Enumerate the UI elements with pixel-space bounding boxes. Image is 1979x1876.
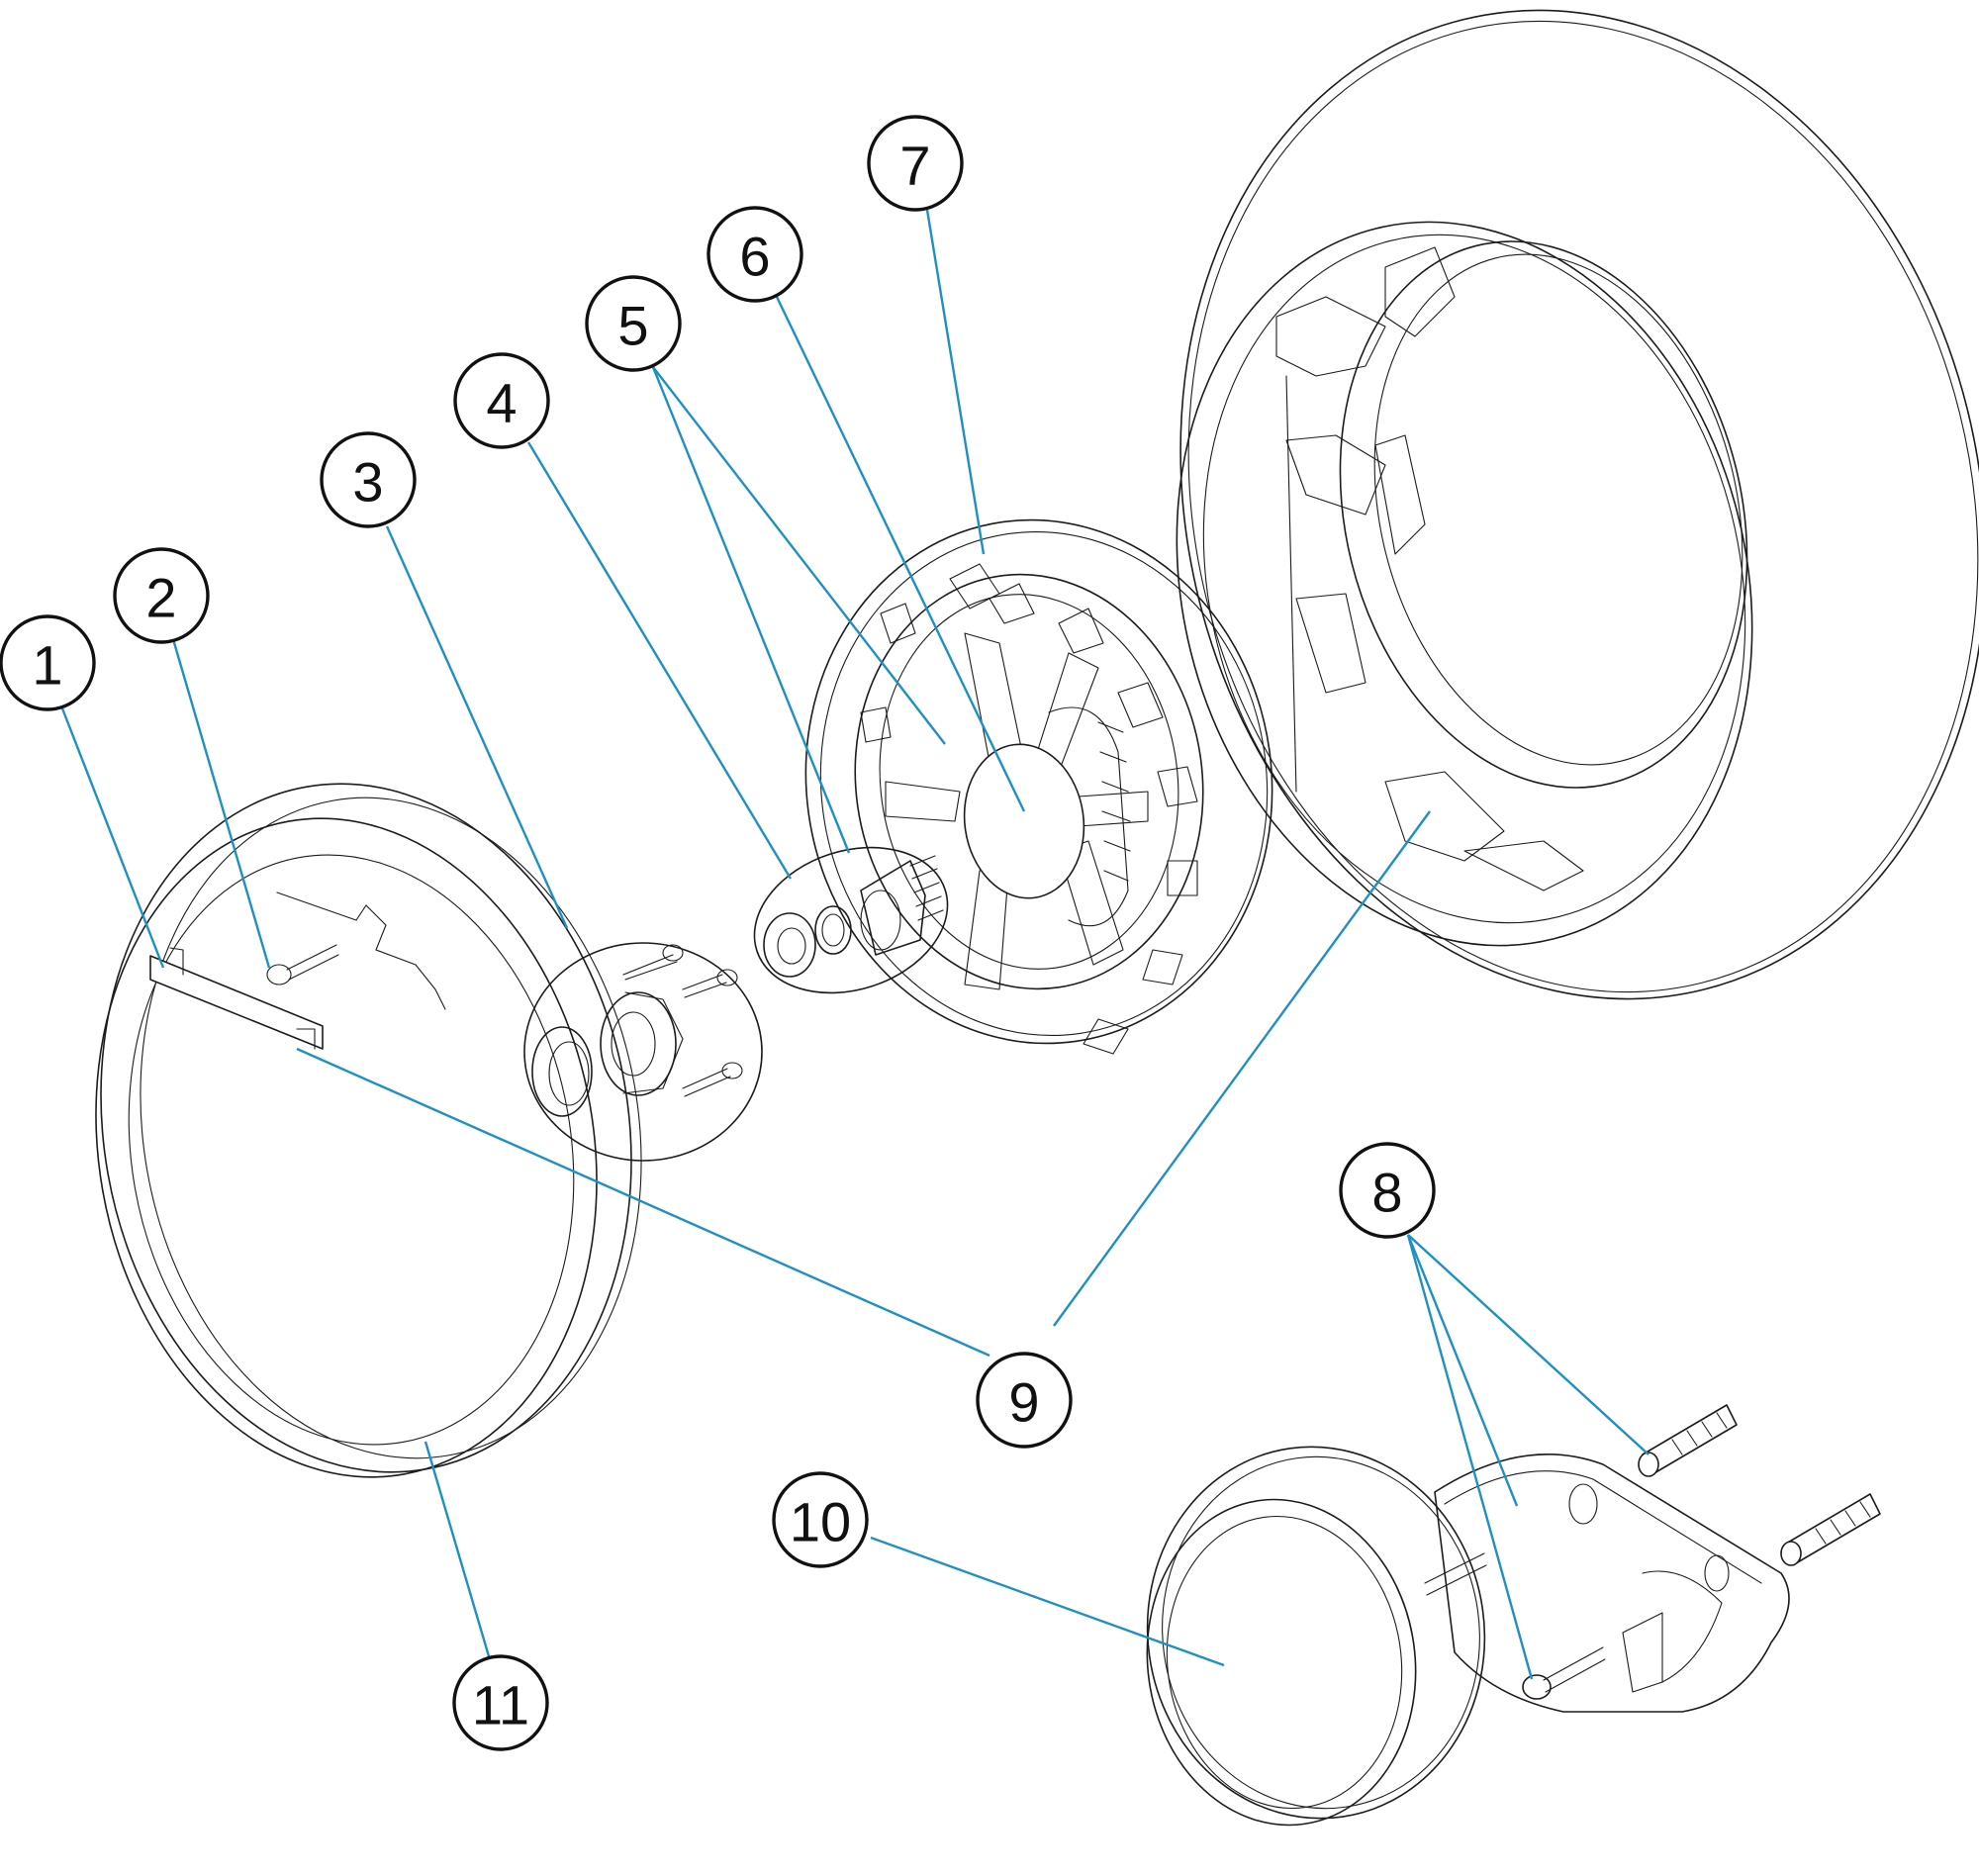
leader-8a (1407, 1234, 1649, 1455)
leader-10 (870, 1536, 1225, 1667)
callout-6: 6 (707, 206, 803, 303)
callout-7: 7 (867, 115, 964, 212)
callout-11: 11 (452, 1654, 549, 1751)
leader-8b (1406, 1234, 1519, 1507)
leader-9a (296, 1047, 990, 1358)
callout-label: 2 (145, 567, 176, 629)
callout-5: 5 (585, 275, 682, 372)
callout-label: 1 (32, 634, 62, 697)
leader-5a (651, 366, 851, 854)
callout-3: 3 (320, 431, 417, 528)
callout-label: 3 (352, 451, 383, 514)
callout-4: 4 (453, 352, 550, 449)
callout-label: 11 (472, 1674, 529, 1736)
small-round-cover (1146, 1446, 1486, 1827)
leader-11 (424, 1441, 491, 1657)
callout-9: 9 (976, 1352, 1073, 1449)
callout-8: 8 (1339, 1142, 1436, 1239)
leader-6 (775, 296, 1026, 812)
leader-5b (652, 366, 946, 745)
callout-10: 10 (772, 1471, 869, 1568)
leader-4 (526, 441, 793, 880)
wall-bracket-and-plugs (1424, 1404, 1881, 1713)
callout-label: 8 (1371, 1162, 1402, 1224)
leader-8c (1406, 1234, 1534, 1680)
outer-frame-ring (1176, 9, 1979, 1000)
leader-2 (171, 638, 271, 969)
leader-9b (1053, 810, 1431, 1327)
callout-label: 5 (617, 295, 648, 357)
leader-7 (925, 209, 986, 555)
mounting-screws-detail (523, 942, 763, 1162)
leader-lines (60, 209, 1649, 1680)
callout-1: 1 (0, 614, 96, 711)
cable-gland-detail (753, 846, 949, 994)
leader-1 (60, 707, 165, 969)
callout-2: 2 (113, 547, 210, 644)
lamp-housing (804, 518, 1273, 1055)
callout-label: 4 (486, 372, 517, 434)
callout-label: 6 (739, 226, 770, 288)
front-lens-ring (95, 783, 642, 1478)
callout-label: 7 (899, 135, 930, 197)
callout-label: 10 (790, 1491, 851, 1553)
callout-label: 9 (1008, 1371, 1039, 1434)
leader-3 (385, 525, 569, 929)
